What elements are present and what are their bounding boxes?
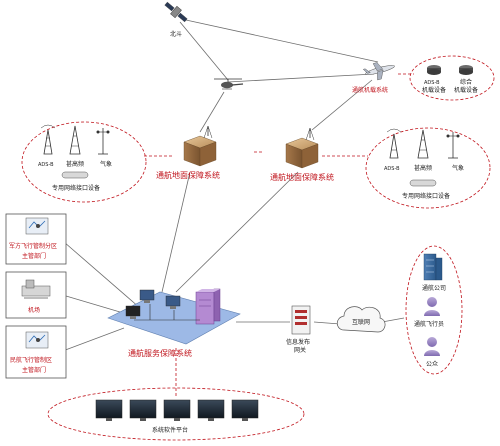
cloud-icon: 互联网 [336, 306, 386, 333]
person-icon [424, 297, 440, 316]
gateway-icon [291, 305, 311, 335]
airplane-icon [362, 62, 395, 81]
link-gateway-cloud [313, 321, 341, 325]
airborne-equipment-label: 机载设备 [422, 86, 446, 94]
link-cloud-users [381, 317, 405, 323]
building-icon [423, 253, 443, 281]
link-airplane-ground-right [311, 79, 373, 131]
monitor-icon [197, 399, 225, 421]
ground-equipment-cluster-right: ADS-B 甚高频 气象 专用网络接口设备 [365, 127, 491, 209]
link-ground-right-service [175, 171, 299, 293]
network-device-icon [61, 171, 89, 179]
monitor-icon [95, 399, 123, 421]
antenna-tower-icon [69, 125, 81, 155]
link-satellite-airplane [185, 19, 379, 63]
monitor-icon [129, 399, 157, 421]
beidou-label: 北斗 [170, 30, 182, 38]
ground-equipment-cluster-left: ADS-B 甚高频 气象 专用网络接口设备 [21, 121, 147, 203]
server-icon [195, 288, 221, 325]
civil-label-line1: 民航飞行管制区 [10, 356, 52, 364]
gateway-label-line1: 信息发布 [286, 338, 310, 346]
dashed-links [144, 73, 414, 398]
map-icon [25, 331, 49, 349]
civil-authority-box: 民航飞行管制区 主管部门 [5, 325, 67, 379]
pilot-label: 通航飞行员 [414, 320, 444, 328]
link-helicopter-ground-left [199, 91, 225, 133]
link-helicopter-airplane [227, 73, 375, 83]
adsb-label: ADS-B [424, 80, 440, 86]
equipment-box-icon [427, 65, 441, 75]
users-cluster: 通航公司 通航飞行员 公众 [405, 245, 463, 375]
adsb-left-label: ADS-B [38, 162, 54, 168]
iface-right-label: 专用网络接口设备 [402, 192, 450, 200]
monitor-icon [163, 399, 191, 421]
airport-label: 机场 [28, 306, 40, 314]
airport-icon [21, 279, 51, 299]
ground-station-icon [183, 125, 217, 167]
integrated-equipment-label: 机载设备 [454, 86, 478, 94]
software-platform-label: 系统软件平台 [152, 426, 188, 434]
service-system-label: 通航服务保障系统 [128, 348, 192, 358]
public-label: 公众 [426, 361, 438, 368]
integrated-label: 综合 [460, 78, 472, 86]
network-device-icon [409, 179, 437, 187]
service-system: 通航服务保障系统 [107, 288, 241, 358]
weather-station-icon [96, 128, 110, 155]
map-icon [25, 217, 49, 235]
adsb-right-label: ADS-B [384, 166, 400, 172]
company-label: 通航公司 [422, 284, 446, 292]
internet-label: 互联网 [352, 318, 370, 326]
connection-lines [59, 19, 405, 353]
gateway-label-line2: 网关 [294, 346, 306, 354]
airport-box: 机场 [5, 271, 67, 319]
civil-label-line2: 主管部门 [22, 366, 46, 374]
monitor-icon [231, 399, 259, 421]
antenna-tower-icon [386, 128, 402, 159]
ground-left-label: 通航地面保障系统 [156, 170, 220, 180]
weather-right-label: 气象 [452, 164, 464, 172]
vhf-right-label: 甚高频 [414, 164, 432, 172]
satellite-icon [164, 1, 188, 23]
software-platform: 系统软件平台 [47, 387, 305, 441]
link-military-service [63, 241, 141, 309]
ground-right-label: 通航地面保障系统 [270, 172, 334, 182]
iface-left-label: 专用网络接口设备 [52, 184, 100, 192]
airborne-system-label: 通航机载系统 [352, 86, 388, 94]
antenna-tower-icon [417, 129, 429, 159]
computer-icon [139, 289, 155, 303]
military-label-line1: 军方飞行管制分区 [9, 242, 57, 250]
link-satellite-helicopter [179, 21, 229, 81]
airborne-equipment-cluster: ADS-B 机载设备 综合 机载设备 [409, 55, 495, 101]
antenna-tower-icon [40, 124, 56, 155]
weather-left-label: 气象 [100, 160, 112, 168]
computer-icon [165, 295, 181, 309]
computer-icon [125, 305, 141, 319]
link-civil-service [59, 327, 125, 353]
person-icon [424, 337, 440, 356]
ground-station-icon [285, 127, 319, 169]
military-authority-box: 军方飞行管制分区 主管部门 [5, 213, 67, 265]
equipment-box-icon [459, 65, 473, 75]
weather-station-icon [446, 132, 460, 159]
link-ground-left-service [161, 171, 191, 293]
helicopter-icon [214, 78, 244, 90]
vhf-left-label: 甚高频 [66, 160, 84, 168]
military-label-line2: 主管部门 [22, 252, 46, 260]
link-airport-service [65, 295, 121, 313]
